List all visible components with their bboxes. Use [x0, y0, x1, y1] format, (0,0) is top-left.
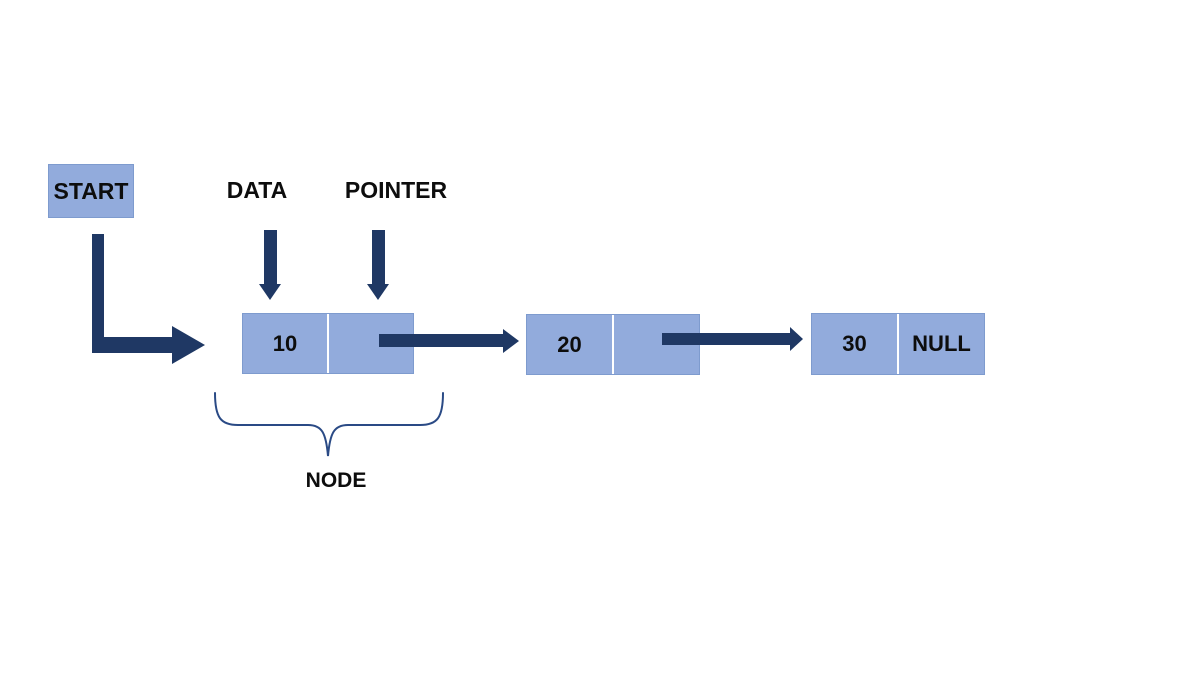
pointer-label: POINTER: [344, 177, 448, 203]
node-2-pointer-cell: [614, 315, 699, 374]
pointer-down-arrow-icon: [367, 230, 389, 300]
node-1: 10: [242, 313, 414, 374]
node-label: NODE: [305, 469, 367, 492]
start-elbow-arrow-icon: [92, 234, 205, 364]
start-box: START: [48, 164, 134, 218]
node-1-pointer-cell: [329, 314, 413, 373]
data-down-arrow-icon: [259, 230, 281, 300]
node-3-null-cell: NULL: [912, 331, 971, 356]
node-brace-icon: [214, 392, 444, 457]
node-3: 30 NULL: [811, 313, 985, 375]
node-3-data-cell: 30: [812, 314, 899, 374]
data-label: DATA: [226, 177, 288, 203]
node-2-data-cell: 20: [527, 315, 614, 374]
node-2: 20: [526, 314, 700, 375]
node-1-data-cell: 10: [243, 314, 329, 373]
